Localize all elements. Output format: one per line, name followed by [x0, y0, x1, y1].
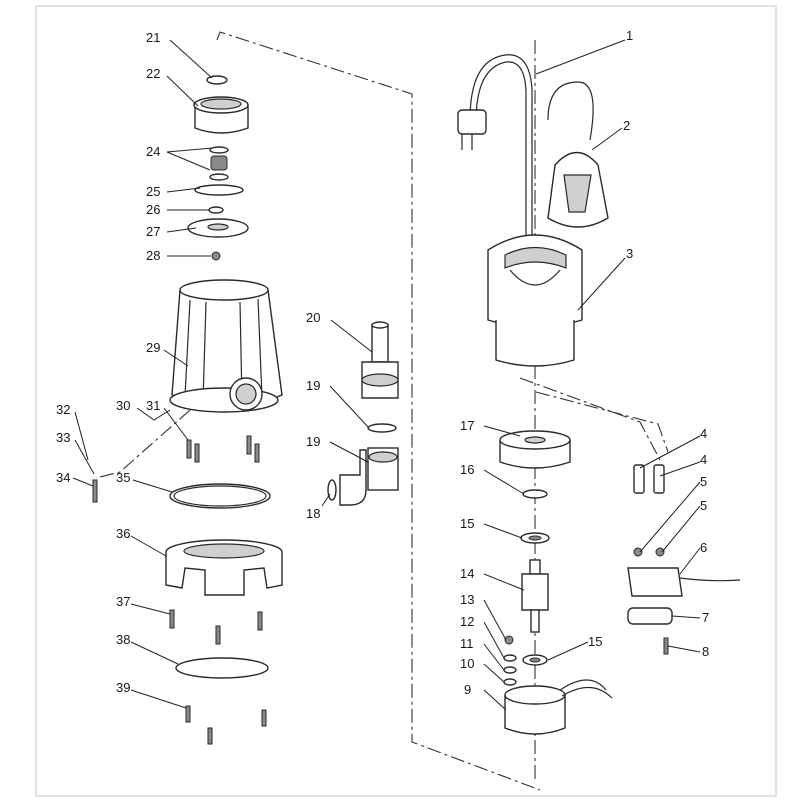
callout-11: 11 [460, 636, 474, 651]
part-15-bearing-top [520, 532, 550, 544]
part-37-screws [169, 609, 263, 645]
part-19-oring [367, 423, 397, 433]
callout-31: 31 [146, 398, 160, 413]
leader-lines [72, 39, 701, 711]
callout-5a: 5 [700, 474, 707, 489]
part-36-base [165, 539, 283, 596]
callout-26: 26 [146, 202, 160, 217]
callout-numbers: 1 2 3 4 4 5 5 6 7 8 9 10 11 12 13 14 15 … [56, 28, 709, 697]
part-20-hose-connector [361, 321, 399, 399]
callout-29: 29 [146, 340, 160, 355]
callout-32: 32 [56, 402, 70, 417]
callout-38: 38 [116, 632, 130, 647]
part-9-stator [504, 679, 613, 735]
callout-25: 25 [146, 184, 160, 199]
callout-34: 34 [56, 470, 70, 485]
callout-24: 24 [146, 144, 160, 159]
part-17-cover [499, 430, 571, 469]
callout-14: 14 [460, 566, 474, 581]
part-13-12-11-10-washers [503, 635, 517, 686]
part-2-float-switch [547, 81, 609, 228]
callout-6: 6 [700, 540, 707, 555]
diagram-frame [35, 5, 777, 797]
assembly-axes [95, 31, 669, 791]
callout-19b: 19 [306, 434, 320, 449]
callout-33: 33 [56, 430, 70, 445]
callout-2: 2 [623, 118, 630, 133]
part-6-cable-bracket [627, 567, 741, 597]
part-1-cable-plug [457, 54, 533, 240]
part-14-rotor [521, 559, 549, 633]
callout-21: 21 [146, 30, 160, 45]
part-16-seal [522, 489, 548, 499]
callout-16: 16 [460, 462, 474, 477]
part-15-bearing-bottom [522, 654, 548, 666]
callout-37: 37 [116, 594, 130, 609]
callout-20: 20 [306, 310, 320, 325]
callout-36: 36 [116, 526, 130, 541]
part-19-elbow [339, 447, 399, 506]
callout-1: 1 [626, 28, 633, 43]
part-5-nuts [633, 547, 665, 557]
part-29-housing [169, 279, 283, 413]
part-4-pins [633, 464, 665, 494]
callout-4b: 4 [700, 452, 707, 467]
callout-4a: 4 [700, 426, 707, 441]
part-24-spring [209, 146, 229, 181]
callout-7: 7 [702, 610, 709, 625]
part-21-washer [206, 75, 228, 85]
callout-5b: 5 [700, 498, 707, 513]
part-28-pin [211, 251, 221, 261]
callout-12: 12 [460, 614, 474, 629]
callout-15a: 15 [460, 516, 474, 531]
callout-27: 27 [146, 224, 160, 239]
part-7-clamp [627, 607, 673, 625]
part-26-washer [208, 206, 224, 214]
part-25-gasket [194, 184, 244, 196]
callout-9: 9 [464, 682, 471, 697]
part-18-seal [327, 479, 337, 501]
part-8-screw [663, 637, 669, 655]
part-31-screws [186, 435, 260, 463]
callout-3: 3 [626, 246, 633, 261]
callout-18: 18 [306, 506, 320, 521]
part-38-bottom-plate [175, 657, 269, 679]
callout-35: 35 [116, 470, 130, 485]
part-27-plate [187, 218, 249, 238]
part-34-screw [92, 479, 98, 503]
part-39-screws [185, 705, 267, 745]
callout-8: 8 [702, 644, 709, 659]
part-3-motor-housing [487, 234, 583, 367]
callout-28: 28 [146, 248, 160, 263]
callout-13: 13 [460, 592, 474, 607]
callout-39: 39 [116, 680, 130, 695]
callout-17: 17 [460, 418, 474, 433]
callout-10: 10 [460, 656, 474, 671]
part-22-cap [193, 96, 249, 134]
callout-30: 30 [116, 398, 130, 413]
callout-19a: 19 [306, 378, 320, 393]
callout-15b: 15 [588, 634, 602, 649]
callout-22: 22 [146, 66, 160, 81]
part-35-oring [169, 483, 271, 509]
